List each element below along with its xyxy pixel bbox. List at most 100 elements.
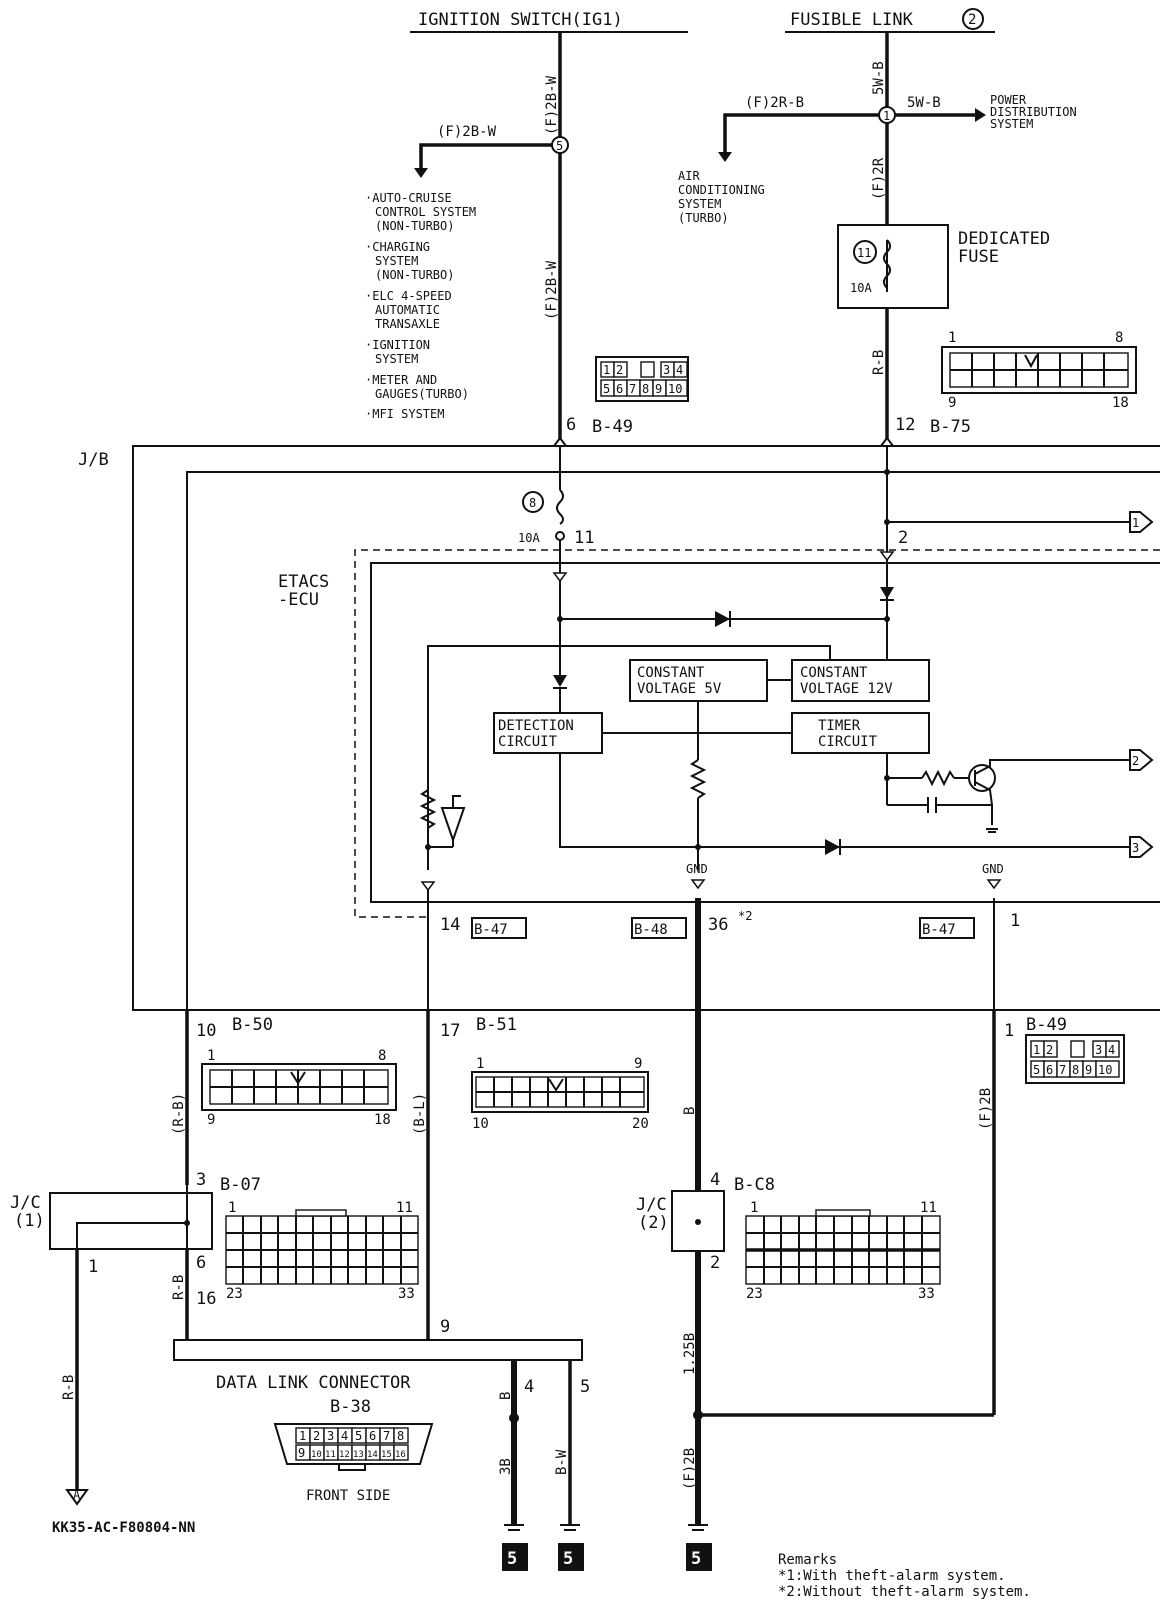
svg-text:10: 10 (472, 1116, 489, 1132)
list-item: AUTOMATIC (375, 303, 440, 317)
list-item: TRANSAXLE (375, 317, 440, 331)
list-item: GAUGES(TURBO) (375, 387, 469, 401)
resistor (921, 769, 955, 787)
b50-pin: 10 (196, 1021, 216, 1041)
wire-label-rb-b50: (R-B) (171, 1093, 187, 1135)
jb-splice-dot (884, 519, 890, 525)
timer-circuit-box (791, 712, 930, 754)
diode (553, 675, 567, 687)
junction-block-outline (132, 445, 1160, 1011)
wire-label-2rb: (F)2R-B (745, 95, 804, 111)
b49-name: B-49 (1026, 1015, 1067, 1035)
list-item: SYSTEM (375, 352, 418, 366)
svg-text:1: 1 (603, 363, 610, 377)
ground-point-badge (502, 1543, 528, 1571)
svg-text:7: 7 (383, 1429, 390, 1443)
wire-label-2b-bottom: (F)2B (682, 1448, 698, 1490)
list-item: ·AUTO-CRUISE (365, 191, 452, 205)
constant-voltage-5v-box (629, 659, 768, 702)
fuse-8-number: 8 (529, 496, 536, 510)
pin-6: 6 (566, 415, 576, 435)
wire-label-rb-fuse: R-B (871, 350, 887, 375)
offpage-3-label: 3 (1132, 841, 1139, 855)
jc2-dot (695, 1219, 701, 1225)
wire-label-2b-right: (F)2B (978, 1088, 994, 1130)
pin-14: 14 (440, 915, 460, 935)
offpage-a (65, 1489, 89, 1506)
svg-text:9: 9 (948, 395, 956, 411)
jc1-inner (76, 1222, 187, 1249)
dedicated-fuse-box (837, 224, 949, 309)
etacs-label: ETACS (278, 572, 329, 592)
connector-b51: 1 9 10 20 (471, 1056, 649, 1132)
svg-text:2: 2 (313, 1429, 320, 1443)
diagram-code: KK35-AC-F80804-NN (52, 1520, 195, 1536)
ground-point-badge (558, 1543, 584, 1571)
dlc-title: DATA LINK CONNECTOR (216, 1373, 411, 1393)
svg-text:11: 11 (325, 1450, 336, 1460)
svg-text:3: 3 (1095, 1043, 1102, 1057)
svg-text:23: 23 (746, 1286, 763, 1302)
pin-2-mark (879, 551, 895, 562)
svg-text:1: 1 (1033, 1043, 1040, 1057)
svg-text:8: 8 (397, 1429, 404, 1443)
offpage-1 (1129, 511, 1154, 533)
svg-text:2: 2 (1046, 1043, 1053, 1057)
etacs-label: -ECU (278, 590, 319, 610)
remarks-title: Remarks (778, 1552, 837, 1568)
jb-label: J/B (78, 450, 109, 470)
wire-label-bl: (B-L) (412, 1093, 428, 1135)
pin-36: 36 (708, 915, 728, 935)
wire-label-2bw-branch: (F)2B-W (437, 124, 497, 140)
gnd-label-2: GND (982, 862, 1004, 876)
ground-point-label: 5 (691, 1549, 701, 1569)
svg-text:11: 11 (920, 1200, 937, 1216)
resistor (689, 759, 707, 799)
detection-label: DETECTION (498, 718, 574, 734)
svg-text:12: 12 (339, 1450, 350, 1460)
svg-text:10: 10 (311, 1450, 322, 1460)
out3-wire (559, 753, 1130, 848)
svg-text:1: 1 (476, 1056, 484, 1072)
transistor-icon (968, 764, 996, 792)
list-item: ·CHARGING (365, 240, 430, 254)
wire-label-3b: 3B (498, 1458, 514, 1475)
b07-pin6: 6 (196, 1253, 206, 1273)
wire-label-2bw-mid: (F)2B-W (544, 260, 560, 320)
svg-text:9: 9 (207, 1112, 215, 1128)
svg-text:10: 10 (668, 382, 682, 396)
etacs-dot (425, 844, 431, 850)
svg-text:5: 5 (603, 382, 610, 396)
pin-12: 12 (895, 415, 915, 435)
svg-text:8: 8 (1115, 330, 1123, 346)
svg-text:16: 16 (395, 1450, 406, 1460)
wire-label-2bw-top: (F)2B-W (544, 75, 560, 135)
offpage-1-label: 1 (1132, 516, 1139, 530)
offpage-a-label: A (73, 1488, 81, 1502)
dlc-name: B-38 (330, 1397, 371, 1417)
resistor (419, 789, 437, 829)
pin-11: 11 (574, 528, 594, 548)
ground-point-badge (686, 1543, 712, 1571)
svg-text:4: 4 (1108, 1043, 1115, 1057)
pin-12-mark (880, 436, 894, 447)
out2-wire (974, 759, 1130, 775)
dedicated-fuse-label: DEDICATED (958, 229, 1050, 249)
svg-text:11: 11 (396, 1200, 413, 1216)
b51-pin: 17 (440, 1021, 460, 1041)
svg-text:10: 10 (1098, 1063, 1112, 1077)
b47a-label: B-47 (474, 922, 508, 938)
fuse-8-amp: 10A (518, 531, 540, 545)
note-2: *2 (738, 909, 752, 923)
connector-b75: 1 8 9 18 (941, 330, 1137, 411)
list-item: ·IGNITION (365, 338, 430, 352)
ac-label: CONDITIONING (678, 183, 765, 197)
timer-label: TIMER (818, 718, 861, 734)
fusible-link-label: FUSIBLE LINK (790, 10, 914, 30)
ign-branch-arrow (414, 168, 428, 178)
jc2-label: J/C (636, 1195, 667, 1215)
jc2-label: (2) (638, 1213, 669, 1233)
svg-text:7: 7 (1059, 1063, 1066, 1077)
b51-name: B-51 (476, 1015, 517, 1035)
